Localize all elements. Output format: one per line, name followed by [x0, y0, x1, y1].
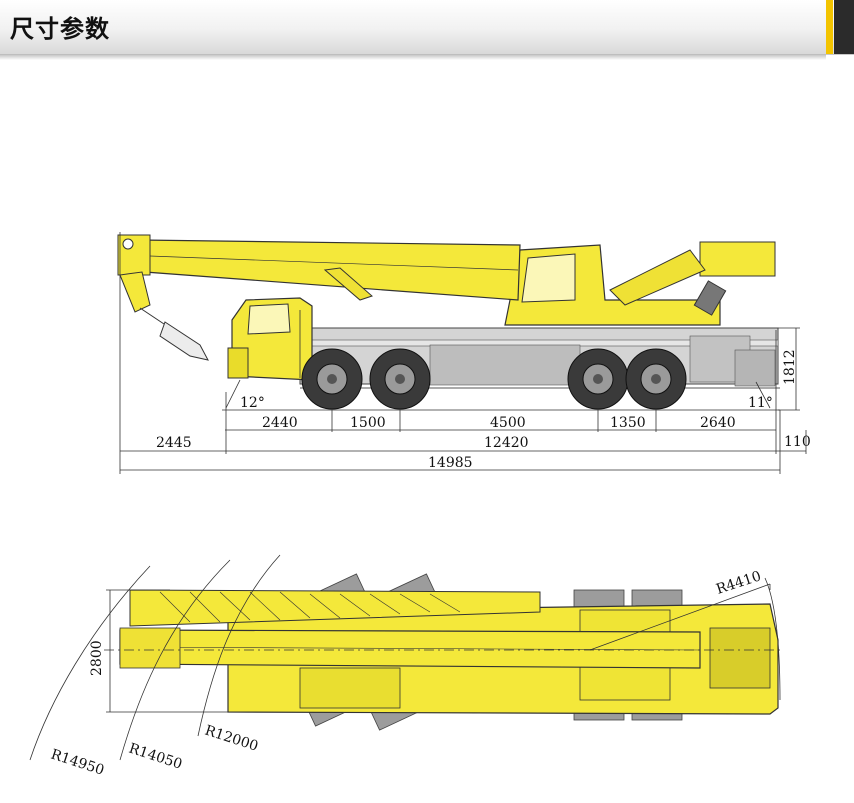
dim-height: 1812 — [782, 349, 798, 385]
chassis — [299, 327, 780, 389]
wheel-1 — [301, 348, 363, 410]
front-angle-label: 12° — [240, 395, 265, 411]
wheel-2 — [369, 348, 431, 410]
top-dimension-lines — [29, 554, 781, 761]
dim-front-overhang: 2445 — [156, 435, 192, 451]
dim-1500: 1500 — [350, 415, 386, 431]
boom-top — [119, 627, 701, 669]
dim-radius-rear: R4410 — [714, 568, 763, 597]
top-view: 2800 R4410 R14950 R14050 R12000 — [29, 554, 781, 779]
dim-1350: 1350 — [610, 415, 646, 431]
side-dimension-lines — [119, 232, 807, 474]
rear-angle-label: 11° — [748, 395, 773, 411]
side-view: 12° 11° 2440 1500 4500 1350 2640 2445 12… — [117, 232, 811, 474]
page-header: 尺寸参数 — [0, 0, 854, 55]
page-title: 尺寸参数 — [10, 15, 110, 43]
dim-2640: 2640 — [700, 415, 736, 431]
wheels — [301, 348, 687, 410]
dim-radius-r14950: R14950 — [49, 747, 106, 779]
dim-radius-r14050: R14050 — [127, 741, 184, 773]
wheel-3 — [567, 348, 629, 410]
header-dark-bar — [834, 0, 854, 54]
wheel-4 — [625, 348, 687, 410]
telescopic-boom — [117, 234, 521, 361]
dim-rear-overhang: 110 — [784, 434, 811, 450]
dim-overall-length: 14985 — [428, 455, 473, 471]
header-shadow — [0, 54, 826, 60]
header-accent-bar — [826, 0, 833, 54]
driver-cab — [227, 297, 313, 381]
dim-width: 2800 — [89, 640, 105, 676]
dim-radius-r12000: R12000 — [203, 723, 260, 755]
dim-wheelbase-total: 12420 — [484, 435, 529, 451]
dim-4500: 4500 — [490, 415, 526, 431]
dim-2440: 2440 — [262, 415, 298, 431]
lattice-jib — [129, 589, 541, 627]
superstructure — [504, 241, 776, 326]
